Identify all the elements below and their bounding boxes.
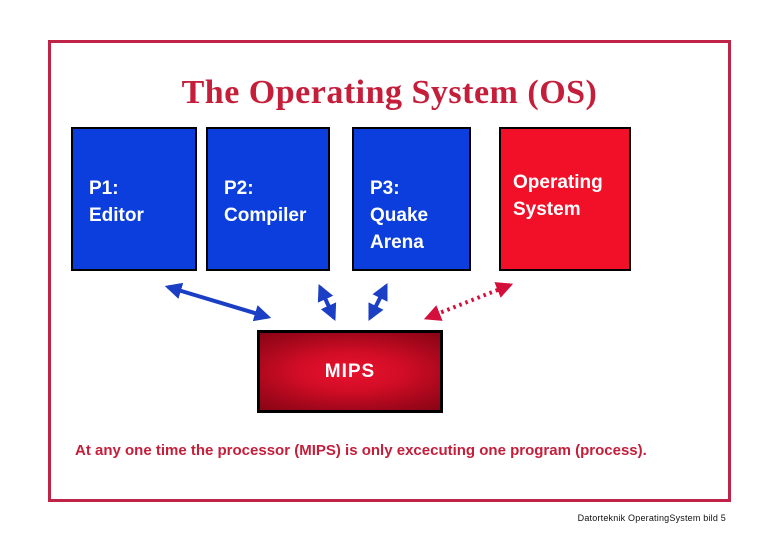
os-label: System xyxy=(513,199,581,220)
slide-border xyxy=(48,40,731,502)
process-name: Arena xyxy=(370,232,424,253)
process-name: Editor xyxy=(89,205,144,226)
process-name: Quake xyxy=(370,205,429,226)
slide-title: The Operating System (OS) xyxy=(181,74,598,111)
mips-processor-box: MIPS xyxy=(257,330,443,413)
process-id: P2: xyxy=(224,178,254,199)
slide-footer: Datorteknik OperatingSystem bild 5 xyxy=(577,513,726,523)
os-label: Operating xyxy=(513,172,603,193)
process-name: Compiler xyxy=(224,205,307,226)
operating-system-box: Operating System xyxy=(499,127,631,271)
process-box-p2: P2: Compiler xyxy=(206,127,330,271)
process-box-p3: P3: Quake Arena xyxy=(352,127,471,271)
mips-label: MIPS xyxy=(324,360,376,382)
process-id: P1: xyxy=(89,178,119,199)
caption-text: At any one time the processor (MIPS) is … xyxy=(75,442,647,459)
process-box-p1: P1: Editor xyxy=(71,127,197,271)
process-id: P3: xyxy=(370,178,400,199)
